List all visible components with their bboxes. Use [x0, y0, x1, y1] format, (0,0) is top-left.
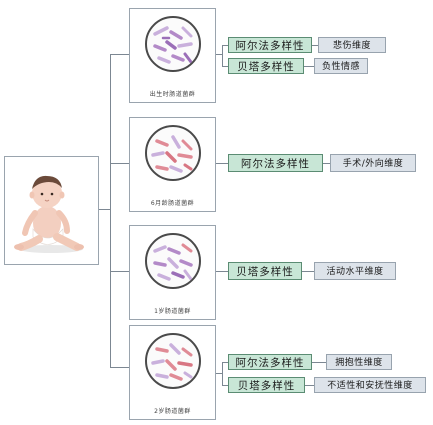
- branch-line: [305, 385, 314, 386]
- connector-stage-4: [110, 367, 129, 368]
- baby-illustration: [14, 175, 84, 253]
- stage-birth: 出生时肠道菌群: [129, 8, 216, 103]
- tag-beta-diversity: 贝塔多样性: [228, 377, 305, 393]
- connector-stage-3: [110, 271, 129, 272]
- branch-line: [216, 163, 228, 164]
- tag-alpha-diversity: 阿尔法多样性: [228, 354, 312, 370]
- branch-line: [222, 385, 228, 386]
- branch-line: [304, 66, 314, 67]
- connector-trunk: [99, 209, 110, 210]
- branch-line: [222, 362, 223, 386]
- tag-descriptor: 悲伤维度: [318, 37, 386, 53]
- branch-line: [216, 271, 228, 272]
- stage-1-year: 1岁肠道菌群: [129, 225, 216, 320]
- branch-line: [216, 373, 222, 374]
- branch-line: [323, 163, 330, 164]
- tag-beta-diversity: 贝塔多样性: [228, 262, 302, 280]
- tag-alpha-diversity: 阿尔法多样性: [228, 37, 312, 53]
- gut-bacteria-icon: [145, 233, 201, 289]
- stage-caption: 2岁肠道菌群: [154, 408, 191, 415]
- branch-line: [222, 66, 228, 67]
- connector-stage-2: [110, 163, 129, 164]
- connector-spine: [110, 54, 111, 367]
- branch-line: [216, 54, 222, 55]
- gut-bacteria-icon: [145, 333, 201, 389]
- stage-caption: 6月龄肠道菌群: [150, 200, 195, 207]
- stage-2-years: 2岁肠道菌群: [129, 325, 216, 420]
- branch-line: [222, 362, 228, 363]
- gut-bacteria-icon: [145, 125, 201, 181]
- tag-descriptor: 活动水平维度: [314, 262, 396, 280]
- branch-line: [222, 45, 228, 46]
- tag-descriptor: 不适性和安抚性维度: [314, 377, 426, 393]
- tag-descriptor: 手术/外向维度: [330, 154, 416, 172]
- gut-bacteria-icon: [145, 16, 201, 72]
- stage-caption: 出生时肠道菌群: [149, 91, 196, 98]
- branch-line: [222, 45, 223, 67]
- branch-line: [302, 271, 314, 272]
- branch-line: [312, 45, 318, 46]
- branch-line: [312, 362, 326, 363]
- stage-caption: 1岁肠道菌群: [154, 308, 191, 315]
- baby-box: [4, 156, 99, 265]
- stage-6-months: 6月龄肠道菌群: [129, 117, 216, 212]
- tag-descriptor: 负性情感: [314, 58, 368, 74]
- tag-alpha-diversity: 阿尔法多样性: [228, 154, 323, 172]
- tag-descriptor: 拥抱性维度: [326, 354, 392, 370]
- tag-beta-diversity: 贝塔多样性: [228, 58, 304, 74]
- connector-stage-1: [110, 54, 129, 55]
